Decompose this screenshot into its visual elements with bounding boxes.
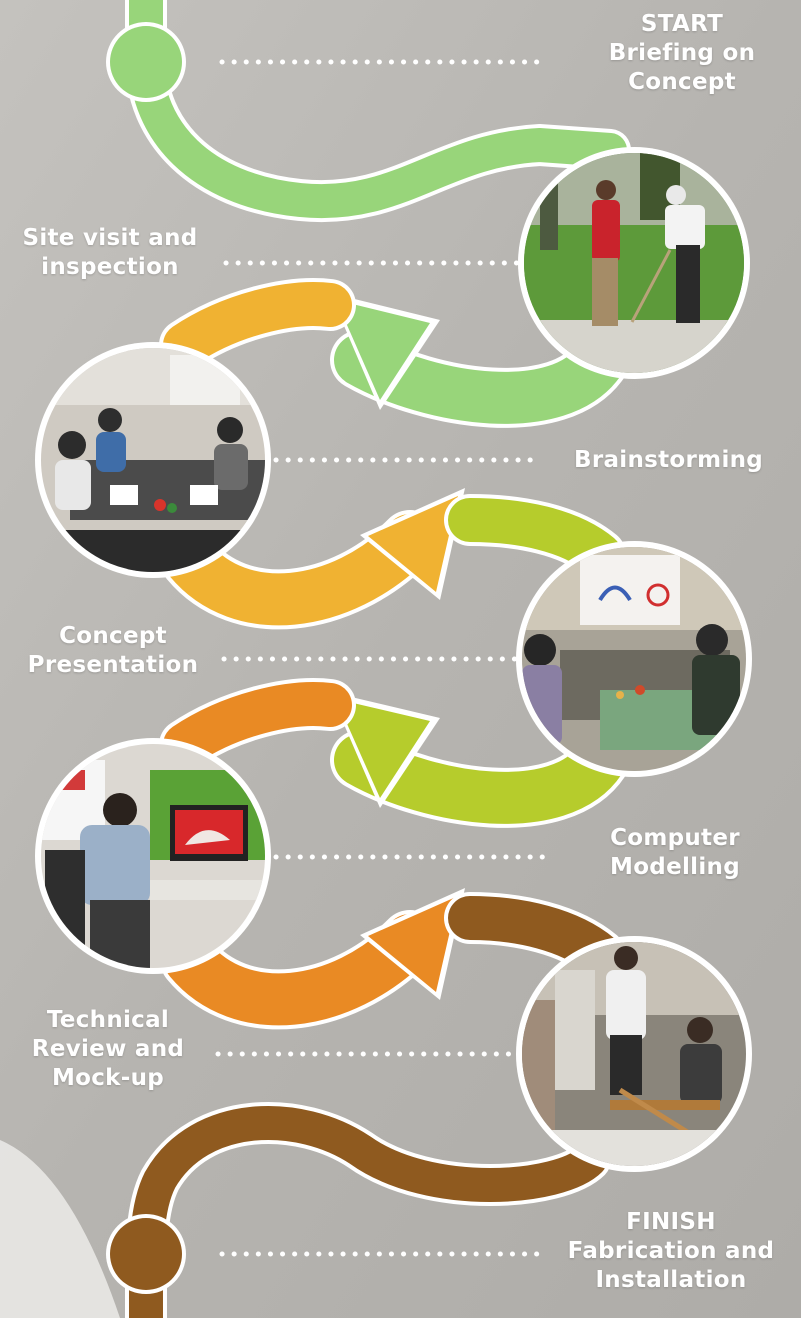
label-finish-title: FINISH <box>626 1209 716 1235</box>
label-computer: Computer Modelling <box>560 824 790 882</box>
label-concept: Concept Presentation <box>8 622 218 680</box>
label-brainstorming: Brainstorming <box>574 446 794 475</box>
label-technical-line1: Technical <box>46 1007 170 1033</box>
photo-presentation <box>516 541 752 777</box>
label-technical: Technical Review and Mock-up <box>8 1006 208 1093</box>
label-site-visit: Site visit and inspection <box>8 224 212 282</box>
arrow-green <box>330 293 630 428</box>
label-brainstorming-line1: Brainstorming <box>574 447 764 473</box>
label-site-visit-line1: Site visit and <box>22 225 198 251</box>
connector-finish <box>106 1101 611 1318</box>
photo-site-visit <box>518 147 750 379</box>
arrow-lime <box>330 692 630 828</box>
label-start-line2: Concept <box>628 69 736 95</box>
arrow-yellow <box>160 488 465 630</box>
label-start: START Briefing on Concept <box>572 10 792 97</box>
label-start-line1: Briefing on <box>608 40 756 66</box>
label-computer-line1: Computer <box>610 825 740 851</box>
label-finish-line1: Fabrication and <box>567 1238 775 1264</box>
label-site-visit-line2: inspection <box>41 254 179 280</box>
label-computer-line2: Modelling <box>610 854 740 880</box>
arrow-lime-top <box>444 494 626 581</box>
label-finish: FINISH Fabrication and Installation <box>548 1208 794 1295</box>
arrow-orange <box>160 888 465 1030</box>
page-curl <box>0 1140 120 1318</box>
label-concept-line1: Concept <box>59 623 167 649</box>
label-technical-line3: Mock-up <box>51 1065 165 1091</box>
photo-computer <box>35 738 271 974</box>
label-finish-line2: Installation <box>595 1267 747 1293</box>
label-concept-line2: Presentation <box>27 652 199 678</box>
arrow-orange-top <box>159 678 356 771</box>
arrow-yellow-top <box>159 278 356 371</box>
label-technical-line2: Review and <box>31 1036 185 1062</box>
label-start-title: START <box>640 11 724 37</box>
photo-mockup <box>516 936 752 1172</box>
dotted-leaders <box>215 59 551 1257</box>
connector-start <box>106 0 631 223</box>
